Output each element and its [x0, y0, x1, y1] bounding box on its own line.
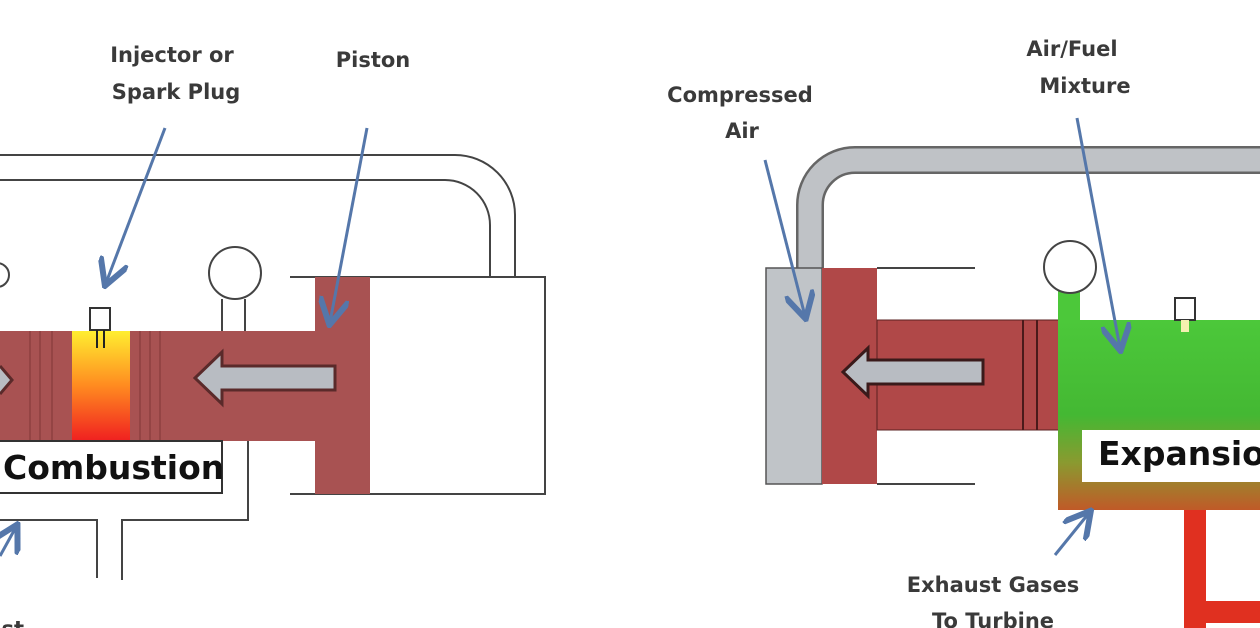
cylinder-outline	[290, 276, 546, 495]
motion-arrow-partial-icon	[0, 365, 14, 395]
expansion-diagram: Expansion Compressed Air Air/Fuel Mixtur…	[667, 37, 1260, 628]
piston-pointer	[330, 127, 369, 322]
injector-pointer	[106, 127, 167, 283]
exhaust-gases-label-line2: To Turbine	[932, 609, 1054, 628]
mixture-label-line2: Mixture	[1039, 74, 1130, 98]
stage-label-box	[0, 440, 223, 494]
compressed-label-line1: Compressed	[667, 83, 813, 107]
air-pipe-outline	[796, 146, 1260, 272]
spark-plug-right-icon	[1174, 297, 1196, 321]
chamber-striations	[29, 331, 161, 441]
injector-label-line2: Spark Plug	[112, 80, 241, 104]
stage-label-box-right	[1082, 430, 1260, 482]
valve-icon-left	[0, 262, 10, 288]
spark-plug-icon	[89, 307, 111, 331]
exhaust-label: Exhaust	[0, 617, 24, 628]
valve-stem	[1058, 290, 1080, 322]
exhaust-pointer	[0, 527, 16, 557]
motion-arrow-right-icon	[840, 344, 985, 400]
valve-icon-right	[1043, 240, 1097, 294]
compressed-label-line2: Air	[725, 119, 759, 143]
compressed-pointer	[763, 159, 805, 316]
stage-label-right: Expansion	[1098, 434, 1260, 473]
combustion-diagram: Combustion Injector or Spark Plug Piston…	[0, 43, 546, 628]
air-pipe	[798, 148, 1260, 272]
flame	[72, 331, 130, 441]
piston-label: Piston	[336, 48, 411, 72]
exhaust-duct	[0, 441, 249, 580]
exhaust-gases-pointer	[1053, 513, 1089, 556]
turbine-pipe	[1184, 510, 1260, 628]
exhaust-gases-label-line1: Exhaust Gases	[907, 573, 1079, 597]
bypass-pipe-outer	[0, 154, 516, 277]
compressed-air-chamber	[765, 267, 823, 485]
mixture-pointer	[1075, 117, 1120, 348]
mixture-label-line1: Air/Fuel	[1026, 37, 1117, 61]
valve-icon	[208, 246, 262, 300]
bypass-pipe-inner	[0, 179, 491, 277]
injector-label-line1: Injector or	[110, 43, 234, 67]
motion-arrow-icon	[192, 348, 337, 408]
stage-label: Combustion	[3, 448, 224, 487]
